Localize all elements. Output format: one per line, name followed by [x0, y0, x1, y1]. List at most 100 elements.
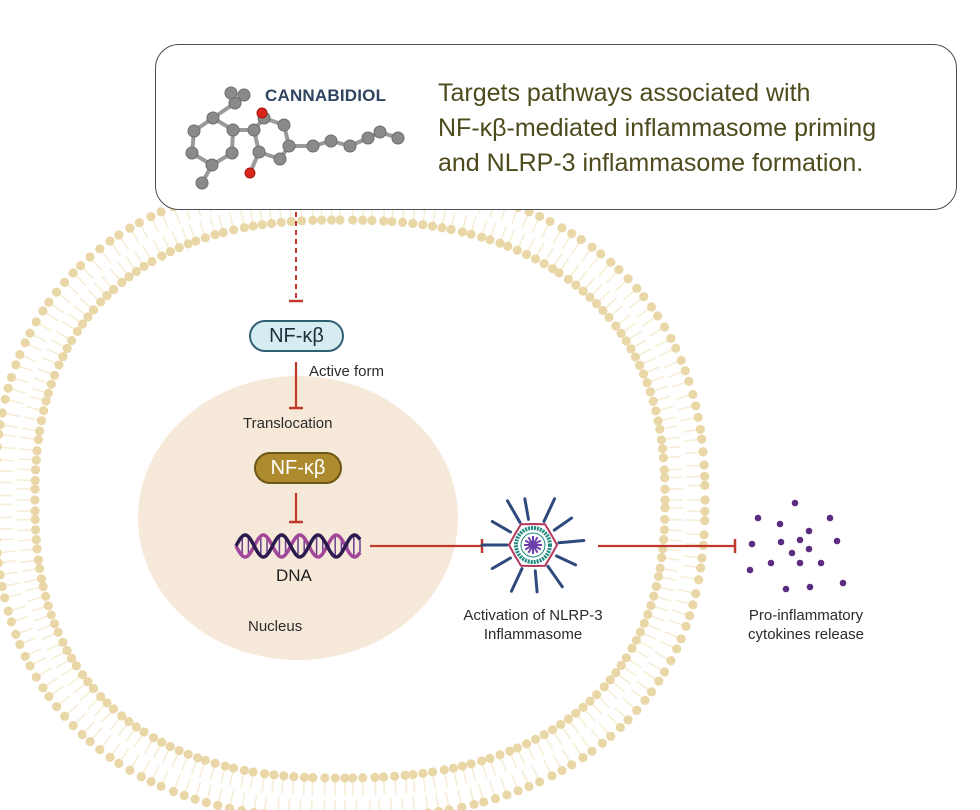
lipid-head	[611, 321, 621, 331]
lipid-head	[229, 225, 239, 235]
lipid-head	[237, 805, 247, 810]
lipid-head	[139, 727, 149, 737]
lipid-head	[117, 711, 127, 721]
lipid-head	[31, 672, 41, 682]
lipid-head	[179, 790, 189, 801]
lipid-head	[643, 609, 653, 620]
lipid-head	[146, 212, 156, 222]
lipid-head	[41, 396, 51, 406]
lipid-head	[0, 394, 10, 404]
lipid-tail	[299, 799, 302, 810]
lipid-head	[165, 741, 175, 752]
lipid-head	[0, 593, 10, 603]
lipid-head	[585, 696, 595, 706]
lipid-head	[479, 797, 489, 807]
lipid-tail	[0, 446, 16, 450]
lipid-head	[648, 396, 658, 406]
lipid-head	[326, 215, 337, 225]
lipid-head	[578, 702, 588, 712]
lipid-head	[279, 771, 289, 781]
lipid-tail	[310, 799, 313, 810]
cytokine-particle	[746, 566, 754, 574]
lipid-head	[38, 306, 48, 316]
nfkb-to-dna-inhibition-arrow	[289, 493, 303, 524]
lipid-tail	[0, 470, 14, 473]
lipid-head	[136, 772, 146, 782]
lipid-head	[131, 266, 141, 277]
lipid-head	[46, 379, 56, 389]
inflammasome-to-cytokines-inhibition-arrow	[598, 539, 737, 553]
lipid-tail	[0, 537, 15, 541]
lipid-head	[58, 637, 68, 647]
lipid-head	[191, 236, 201, 246]
cbd-inhibition-arrow	[289, 212, 303, 303]
lipid-head	[96, 691, 106, 702]
dna-strand	[234, 533, 362, 559]
lipid-head	[585, 292, 595, 302]
lipid-head	[547, 771, 557, 781]
lipid-head	[659, 465, 669, 475]
lipid-head	[539, 730, 549, 740]
lipid-head	[31, 455, 41, 465]
lipid-head	[0, 408, 7, 418]
lipid-head	[408, 769, 418, 780]
lipid-head	[148, 733, 159, 743]
lipid-head	[699, 530, 709, 540]
lipid-head	[659, 525, 669, 535]
lipid-head	[485, 753, 495, 763]
lipid-head	[545, 216, 555, 227]
inflammasome-spoke	[557, 539, 586, 545]
lipid-head	[108, 704, 119, 714]
lipid-head	[695, 424, 705, 434]
cytokine-particle	[796, 536, 804, 544]
lipid-head	[379, 216, 389, 226]
lipid-head	[6, 372, 17, 383]
lipid-head	[218, 227, 228, 238]
lipid-head	[30, 495, 40, 505]
lipid-head	[700, 471, 710, 481]
lipid-head	[495, 750, 505, 760]
lipid-head	[43, 601, 53, 611]
lipid-head	[72, 326, 82, 336]
lipid-head	[239, 223, 249, 233]
cytokine-particle	[754, 514, 762, 522]
lipid-head	[44, 691, 54, 702]
lipid-head	[108, 284, 119, 295]
lipid-head	[446, 224, 456, 235]
lipid-head	[51, 702, 62, 712]
lipid-head	[147, 256, 157, 267]
lipid-head	[614, 264, 624, 275]
lipid-head	[370, 772, 380, 782]
lipid-head	[578, 753, 588, 763]
lipid-head	[651, 581, 661, 592]
inflammasome-spoke	[509, 567, 524, 593]
lipid-head	[297, 216, 307, 226]
lipid-head	[699, 460, 709, 470]
lipid-head	[621, 653, 631, 663]
dna-helix-icon	[234, 533, 362, 559]
lipid-head	[656, 435, 667, 445]
lipid-head	[684, 376, 694, 386]
lipid-head	[239, 765, 249, 775]
lipid-head	[655, 424, 665, 434]
lipid-head	[691, 401, 701, 411]
lipid-head	[676, 355, 686, 365]
lipid-head	[77, 670, 88, 680]
lipid-head	[427, 767, 438, 777]
lipid-head	[3, 606, 13, 616]
lipid-head	[653, 311, 663, 321]
lipid-head	[685, 611, 695, 621]
lipid-head	[31, 525, 41, 535]
lipid-head	[469, 799, 479, 810]
lipid-head	[31, 317, 41, 327]
lipid-head	[639, 618, 649, 628]
lipid-head	[615, 722, 625, 733]
lipid-tail	[425, 795, 429, 810]
lipid-head	[317, 215, 327, 225]
lipid-tail	[287, 798, 291, 810]
inflammasome-spoke	[490, 556, 512, 570]
lipid-head	[408, 218, 418, 229]
lipid-head	[660, 503, 670, 513]
lipid-head	[0, 420, 5, 430]
lipid-head	[174, 243, 184, 253]
